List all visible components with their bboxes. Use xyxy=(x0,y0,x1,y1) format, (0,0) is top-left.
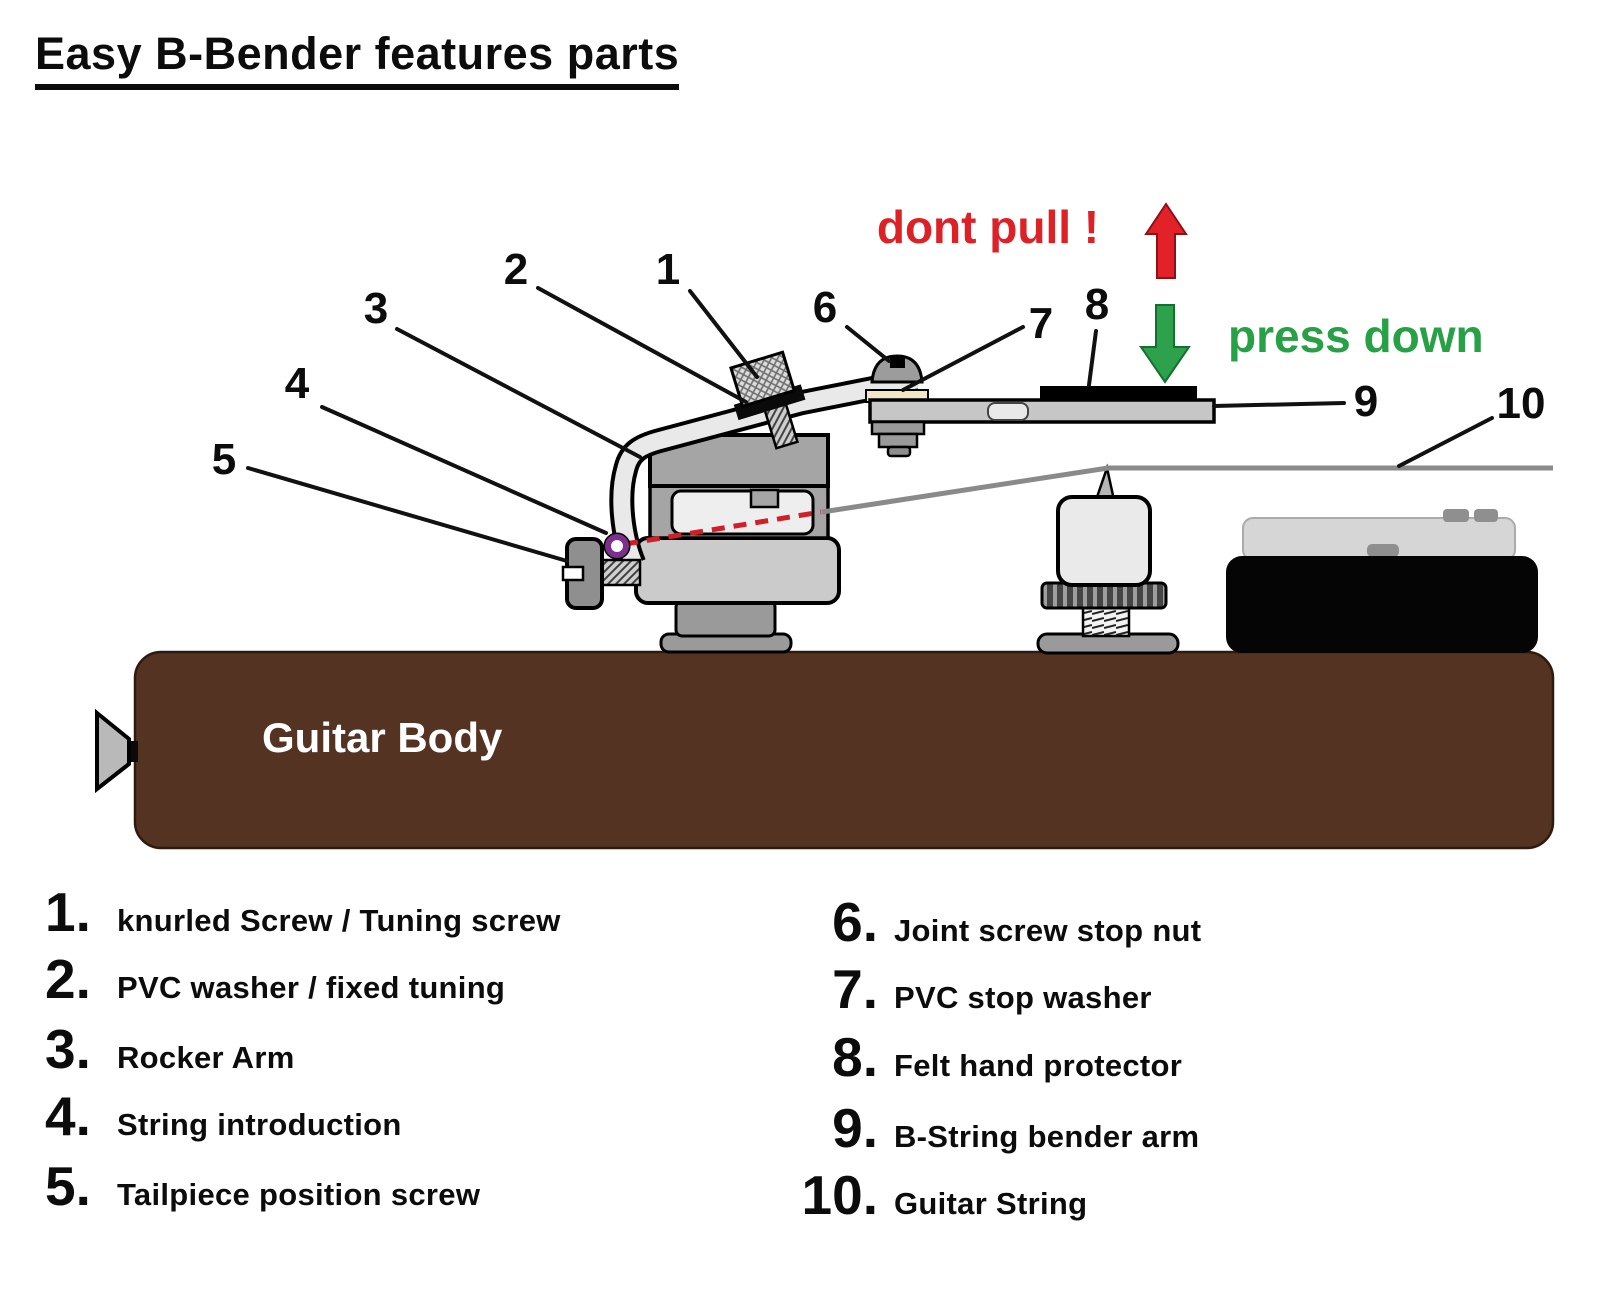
tailpiece-assembly xyxy=(634,433,841,654)
felt-hand-protector xyxy=(1040,386,1197,401)
callout-9: 9 xyxy=(1354,377,1378,426)
leader-6 xyxy=(845,325,891,363)
callout-1: 1 xyxy=(656,245,680,294)
legend-number: 1. xyxy=(45,881,91,943)
legend-number: 8. xyxy=(832,1026,878,1088)
legend-number: 2. xyxy=(45,948,91,1010)
string-introduction-outline xyxy=(603,532,631,560)
callout-7: 7 xyxy=(1029,299,1053,348)
press-down-label: press down xyxy=(1228,310,1484,362)
leader-2 xyxy=(536,286,748,404)
legend-item-3: 3. Rocker Arm xyxy=(45,1022,295,1077)
legend-item-2: 2. PVC washer / fixed tuning xyxy=(45,952,505,1007)
legend-label: Rocker Arm xyxy=(117,1040,295,1075)
down-arrow-icon xyxy=(1139,304,1191,384)
legend-label: String introduction xyxy=(117,1107,402,1142)
legend-item-5: 5. Tailpiece position screw xyxy=(45,1159,480,1214)
leader-10 xyxy=(1397,416,1494,468)
tailpiece-window-tab xyxy=(749,488,780,509)
legend-item-10: 10. Guitar String xyxy=(786,1164,1088,1226)
stop-nut-tip xyxy=(886,445,912,458)
up-arrow-icon xyxy=(1144,202,1188,279)
legend-item-8: 8. Felt hand protector xyxy=(786,1030,1182,1085)
bridge-tab xyxy=(1474,509,1498,522)
guitar-string xyxy=(821,465,1553,515)
bender-arm-detail xyxy=(987,402,1029,421)
legend-number: 9. xyxy=(832,1097,878,1159)
bridge-pickup xyxy=(1226,509,1538,653)
legend-item-4: 4. String introduction xyxy=(45,1089,402,1144)
guitar-body: Guitar Body xyxy=(95,650,1555,850)
string-introduction-ring xyxy=(605,534,629,558)
legend-label: B-String bender arm xyxy=(894,1119,1200,1154)
bender-arm xyxy=(868,398,1216,424)
leader-1 xyxy=(688,289,759,379)
legend-label: Felt hand protector xyxy=(894,1048,1183,1083)
joint-screw-slot xyxy=(890,356,905,368)
stop-nut-flange xyxy=(870,420,926,436)
stop-nut-body xyxy=(877,432,919,449)
tailpiece-pedestal xyxy=(674,599,777,638)
leader-3 xyxy=(395,327,642,459)
legend-label: Guitar String xyxy=(894,1186,1088,1221)
legend-item-1: 1. knurled Screw / Tuning screw xyxy=(45,885,561,940)
tailpiece-bottom-block xyxy=(634,536,841,605)
bridge-tab xyxy=(1443,509,1469,522)
position-screw-shaft xyxy=(596,558,642,587)
callout-numbers: 1 2 3 4 5 6 7 8 9 10 xyxy=(212,245,1546,484)
strap-button xyxy=(95,708,131,794)
legend-number: 6. xyxy=(832,891,878,953)
callout-8: 8 xyxy=(1085,280,1109,329)
leader-4 xyxy=(320,405,608,535)
legend-item-6: 6. Joint screw stop nut xyxy=(786,895,1201,950)
string-post-threaded-shaft xyxy=(1081,604,1131,638)
page-title: Easy B-Bender features parts xyxy=(35,28,680,90)
legend-number: 10. xyxy=(801,1164,878,1226)
legend-label: Tailpiece position screw xyxy=(117,1177,481,1212)
legend-number: 7. xyxy=(832,958,878,1020)
legend-label: PVC stop washer xyxy=(894,980,1152,1015)
leader-9 xyxy=(1212,401,1346,408)
string-path-dashed xyxy=(624,509,822,547)
callout-6: 6 xyxy=(813,283,837,332)
callout-2: 2 xyxy=(504,245,528,294)
b-bender-diagram: Guitar Body xyxy=(95,201,1555,850)
legend-label: PVC washer / fixed tuning xyxy=(117,970,506,1005)
legend-number: 4. xyxy=(45,1085,91,1147)
legend-item-9: 9. B-String bender arm xyxy=(786,1101,1199,1156)
callout-5: 5 xyxy=(212,435,236,484)
callout-leader-lines xyxy=(246,286,1494,563)
tailpiece-position-screw xyxy=(561,537,642,610)
legend-number: 3. xyxy=(45,1018,91,1080)
legend-label: Joint screw stop nut xyxy=(894,913,1202,948)
dont-pull-label: dont pull ! xyxy=(877,201,1099,253)
position-screw-slot xyxy=(561,565,585,582)
guitar-body-label: Guitar Body xyxy=(262,714,503,761)
legend-item-7: 7. PVC stop washer xyxy=(786,962,1152,1017)
legend-label: knurled Screw / Tuning screw xyxy=(117,903,561,938)
bridge-tab xyxy=(1367,544,1399,557)
bridge-black-base xyxy=(1226,556,1538,653)
leader-7 xyxy=(901,325,1025,392)
leader-5 xyxy=(246,466,569,563)
string-post-body xyxy=(1056,495,1152,587)
legend-number: 5. xyxy=(45,1155,91,1217)
callout-10: 10 xyxy=(1497,379,1546,428)
callout-3: 3 xyxy=(364,284,388,333)
tailpiece-window xyxy=(670,489,815,536)
string-post xyxy=(1036,463,1180,655)
joint-and-bender-arm xyxy=(865,354,1216,458)
leader-8 xyxy=(1087,329,1098,387)
callout-4: 4 xyxy=(285,359,310,408)
